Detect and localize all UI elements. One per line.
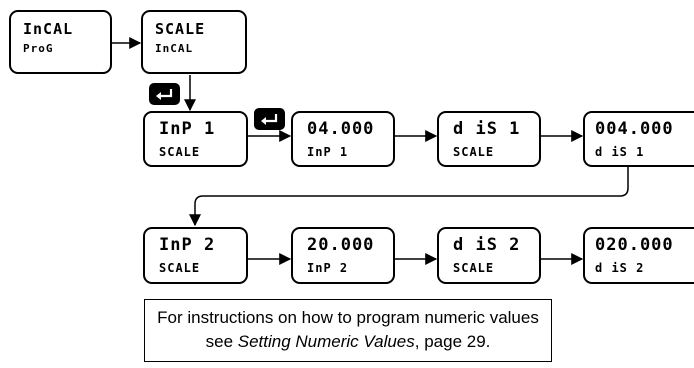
display-bottom-text: SCALE bbox=[453, 145, 495, 159]
instruction-note: For instructions on how to program numer… bbox=[144, 299, 552, 362]
display-bottom-text: InCAL bbox=[155, 42, 194, 55]
display-top-text: 20.000 bbox=[307, 235, 375, 255]
display-top-text: d iS 1 bbox=[453, 119, 521, 139]
display-box-value-dis1: 004.000 d iS 1 bbox=[583, 111, 694, 167]
note-line-1: For instructions on how to program numer… bbox=[157, 308, 539, 327]
display-top-text: InCAL bbox=[23, 20, 74, 38]
display-bottom-text: SCALE bbox=[453, 261, 495, 275]
display-top-text: InP 1 bbox=[159, 119, 216, 139]
display-bottom-text: ProG bbox=[23, 42, 54, 55]
display-bottom-text: SCALE bbox=[159, 261, 201, 275]
enter-key-icon bbox=[254, 108, 285, 130]
display-bottom-text: d iS 2 bbox=[595, 261, 645, 275]
display-top-text: SCALE bbox=[155, 20, 206, 38]
arrow-return-to-inp2 bbox=[189, 166, 629, 227]
display-bottom-text: d iS 1 bbox=[595, 145, 645, 159]
display-bottom-text: InP 2 bbox=[307, 261, 349, 275]
display-bottom-text: InP 1 bbox=[307, 145, 349, 159]
display-top-text: InP 2 bbox=[159, 235, 216, 255]
display-top-text: d iS 2 bbox=[453, 235, 521, 255]
note-line-2-suffix: , page 29. bbox=[414, 332, 491, 351]
display-box-value-dis2: 020.000 d iS 2 bbox=[583, 227, 694, 284]
display-box-value-inp1: 04.000 InP 1 bbox=[291, 111, 395, 167]
display-box-inp2-scale: InP 2 SCALE bbox=[143, 227, 248, 284]
display-top-text: 04.000 bbox=[307, 119, 375, 139]
display-box-dis2-scale: d iS 2 SCALE bbox=[437, 227, 541, 284]
display-top-text: 004.000 bbox=[595, 119, 674, 139]
note-line-2-prefix: see bbox=[205, 332, 238, 351]
display-bottom-text: SCALE bbox=[159, 145, 201, 159]
note-line-2: see Setting Numeric Values, page 29. bbox=[145, 330, 551, 354]
display-box-incal-prog: InCAL ProG bbox=[9, 10, 112, 74]
display-top-text: 020.000 bbox=[595, 235, 674, 255]
display-box-value-inp2: 20.000 InP 2 bbox=[291, 227, 395, 284]
display-box-dis1-scale: d iS 1 SCALE bbox=[437, 111, 541, 167]
display-box-scale-incal: SCALE InCAL bbox=[141, 10, 247, 74]
display-box-inp1-scale: InP 1 SCALE bbox=[143, 111, 248, 167]
enter-key-icon bbox=[149, 83, 180, 105]
note-reference-link: Setting Numeric Values bbox=[237, 332, 415, 351]
